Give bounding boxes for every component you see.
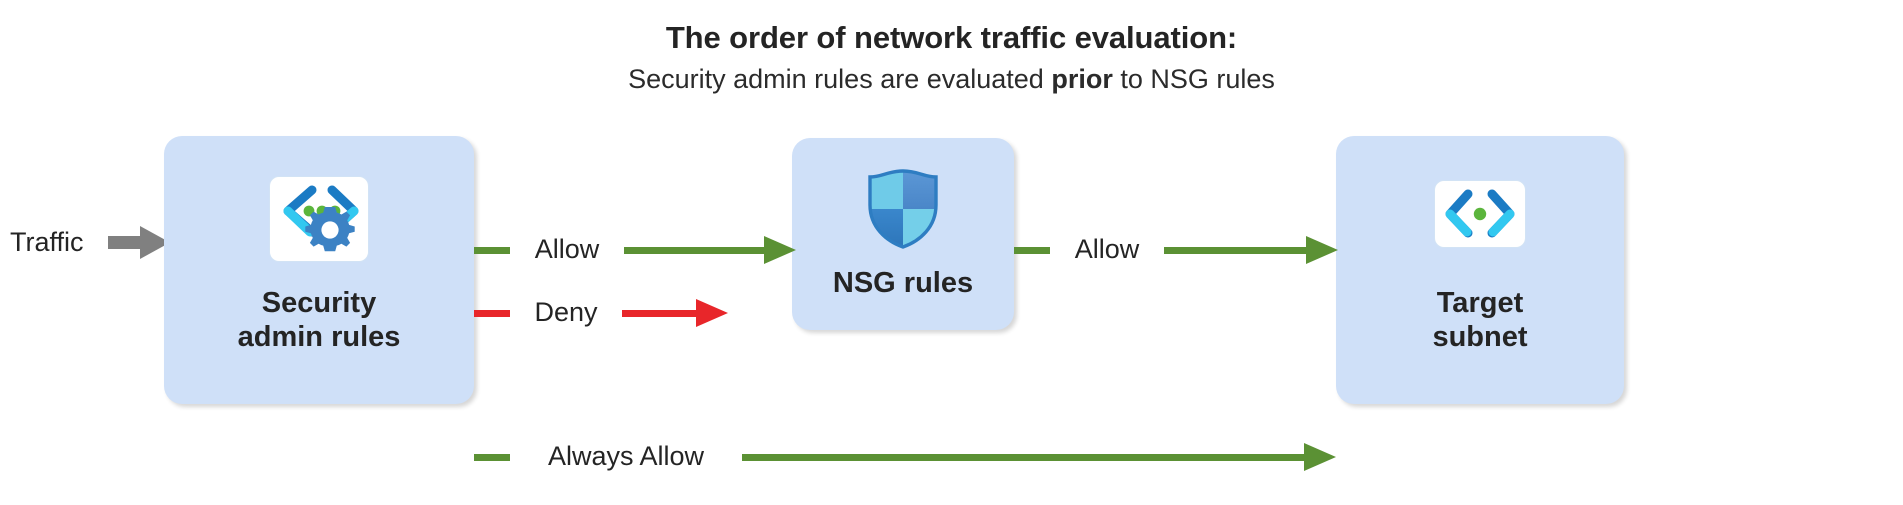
node-nsg-rules[interactable]: NSG rules bbox=[792, 138, 1014, 330]
code-brackets-gear-icon bbox=[269, 176, 369, 262]
page-subtitle: Security admin rules are evaluated prior… bbox=[0, 60, 1903, 98]
edge-line-left bbox=[474, 454, 510, 461]
edge-line-right bbox=[624, 247, 772, 254]
edge-label-allow-1: Allow bbox=[534, 234, 600, 264]
edge-line-left bbox=[474, 310, 510, 317]
heading-block: The order of network traffic evaluation:… bbox=[0, 18, 1903, 98]
code-brackets-dot-icon bbox=[1434, 180, 1526, 248]
page-title: The order of network traffic evaluation: bbox=[665, 20, 1238, 55]
traffic-right-arrow-icon bbox=[108, 226, 170, 259]
arrowhead-icon bbox=[1306, 236, 1338, 264]
arrowhead-icon bbox=[764, 236, 796, 264]
subtitle-text-before: Security admin rules are evaluated bbox=[628, 64, 1052, 94]
arrowhead-icon bbox=[1304, 443, 1336, 471]
edge-line-right bbox=[742, 454, 1312, 461]
node-target-subnet[interactable]: Target subnet bbox=[1336, 136, 1624, 404]
edge-line-left bbox=[1014, 247, 1050, 254]
node-security-admin-rules[interactable]: Security admin rules bbox=[164, 136, 474, 404]
subtitle-emphasis: prior bbox=[1051, 64, 1113, 94]
arrowhead-icon bbox=[696, 299, 728, 327]
edge-line-right bbox=[1164, 247, 1314, 254]
node-nsg-rules-label: NSG rules bbox=[832, 267, 974, 299]
subtitle-text-after: to NSG rules bbox=[1112, 64, 1275, 94]
edge-line-right bbox=[622, 310, 704, 317]
edge-label-allow-2: Allow bbox=[1074, 234, 1140, 264]
traffic-label: Traffic bbox=[10, 227, 84, 257]
edge-line-left bbox=[474, 247, 510, 254]
shield-icon bbox=[864, 164, 942, 252]
edge-label-deny: Deny bbox=[534, 297, 598, 327]
node-target-subnet-label: Target subnet bbox=[1432, 287, 1528, 353]
edge-label-always-allow: Always Allow bbox=[547, 441, 705, 471]
node-security-admin-rules-label: Security admin rules bbox=[237, 287, 401, 353]
